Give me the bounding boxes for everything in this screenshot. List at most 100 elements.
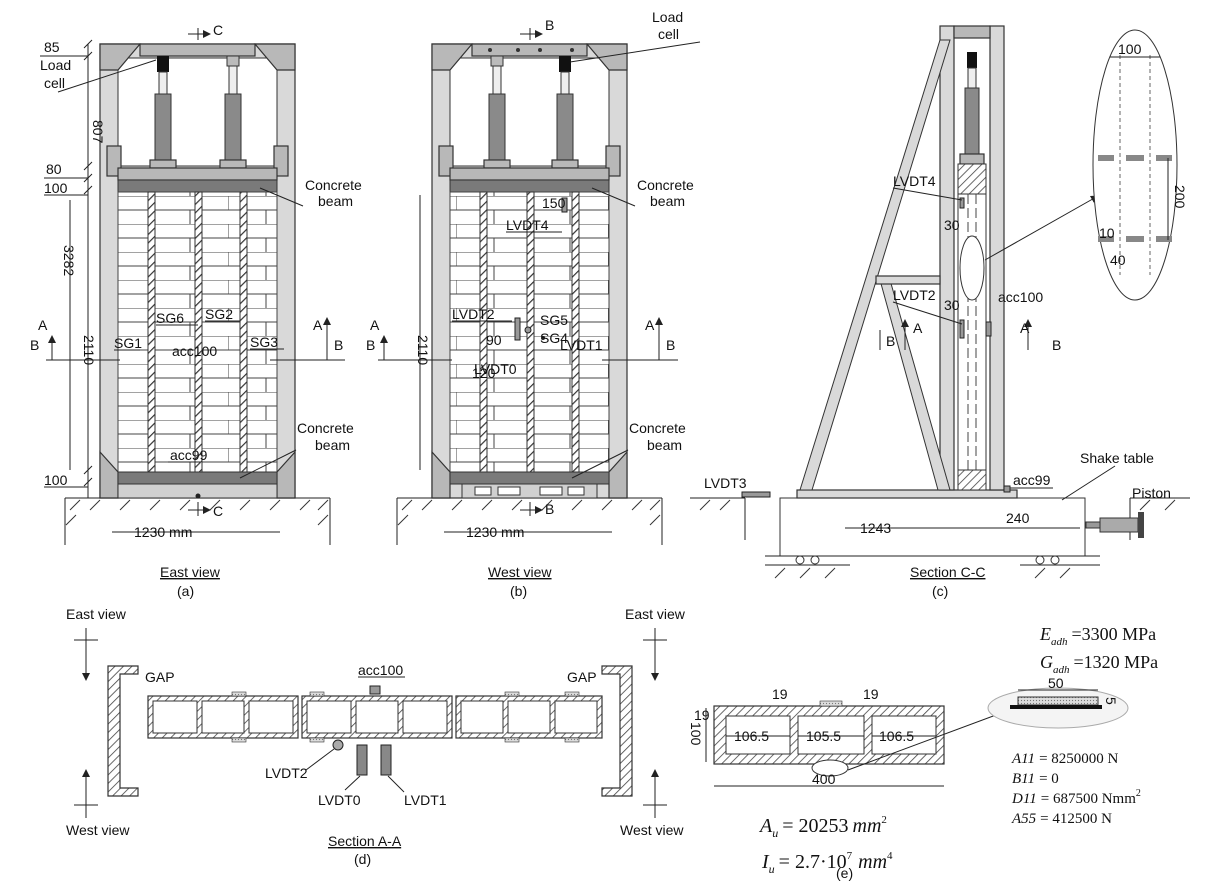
a-label-left-a: A bbox=[38, 317, 48, 333]
a11-formula: A11= 8250000 N bbox=[1011, 751, 1119, 767]
panel-d-section: East view West view East view West view … bbox=[66, 606, 686, 867]
vertical-dimensions-a bbox=[40, 39, 93, 498]
acc100-label-a: acc100 bbox=[172, 343, 217, 359]
sg3-label: SG3 bbox=[250, 334, 278, 350]
panel-e-tag: (e) bbox=[836, 865, 853, 881]
sg6-label: SG6 bbox=[156, 310, 184, 326]
thickness-19-a: 19 bbox=[772, 686, 788, 702]
lvdt3-label: LVDT3 bbox=[704, 475, 747, 491]
d11-formula: D11= 687500 Nmm2 bbox=[1011, 788, 1141, 807]
beam-bottom-label-b2: beam bbox=[647, 437, 682, 453]
sg5-label: SG5 bbox=[540, 312, 568, 328]
panel-c-section: Piston LVDT4 30 LVDT2 30 acc100 acc9 bbox=[690, 25, 1190, 599]
lvdt4-device bbox=[561, 197, 568, 213]
b11-formula: B11= 0 bbox=[1012, 771, 1059, 787]
a-label-right-b: A bbox=[645, 317, 655, 333]
a-label-left-c: A bbox=[913, 320, 923, 336]
a-label-right-c: A bbox=[1020, 320, 1030, 336]
dim-150: 150 bbox=[542, 195, 566, 211]
beam-bottom-label-b1: Concrete bbox=[629, 420, 686, 436]
east-view-right-d: East view bbox=[625, 606, 686, 622]
b-bottom-label: B bbox=[545, 501, 554, 517]
lvdt0-device-d bbox=[356, 744, 368, 776]
shake-table-label: Shake table bbox=[1080, 450, 1154, 466]
lvdt2-label-d: LVDT2 bbox=[265, 765, 308, 781]
b-label-left-a: B bbox=[30, 337, 39, 353]
panel-e-cross-section: 19 19 19 100 106.5 105.5 106.5 400 Au= 2… bbox=[688, 624, 1158, 881]
thickness-19-c: 19 bbox=[694, 707, 710, 723]
load-cell-label-a2: cell bbox=[44, 75, 65, 91]
section-a-title: Section A-A bbox=[328, 833, 402, 849]
panel-b-west-view: B B Load cell 2110 Concrete beam Concret… bbox=[366, 9, 701, 599]
panel-b-tag: (b) bbox=[510, 583, 527, 599]
hydraulic-jack-b1 bbox=[488, 93, 506, 161]
concrete-beam-top-b bbox=[449, 179, 610, 193]
a55-formula: A55= 412500 N bbox=[1011, 811, 1112, 827]
adh-dim-5: 5 bbox=[1103, 697, 1119, 705]
channel-left bbox=[107, 665, 139, 797]
detail-callout-ellipse bbox=[1092, 29, 1178, 301]
panel-c-tag: (c) bbox=[932, 583, 948, 599]
dim-30-b: 30 bbox=[944, 297, 960, 313]
dim-100-top: 100 bbox=[44, 180, 68, 196]
a-label-left-b: A bbox=[370, 317, 380, 333]
dim-1243: 1243 bbox=[860, 520, 891, 536]
concrete-beam-top-c bbox=[957, 163, 987, 195]
b-label-left-b: B bbox=[366, 337, 375, 353]
dim-30-a: 30 bbox=[944, 217, 960, 233]
concrete-beam-bottom-b bbox=[449, 471, 610, 485]
west-view-title: West view bbox=[488, 564, 552, 580]
beam-bottom-label-a2: beam bbox=[315, 437, 350, 453]
west-view-right-d: West view bbox=[620, 822, 684, 838]
concrete-beam-bottom-a bbox=[117, 471, 278, 485]
acc100-label-c: acc100 bbox=[998, 289, 1043, 305]
panel-a-east-view: C C Load cell 85 807 80 100 3282 2110 bbox=[30, 22, 362, 599]
lvdt2-label-b: LVDT2 bbox=[452, 306, 495, 322]
acc99-label-c: acc99 bbox=[1013, 472, 1051, 488]
hydraulic-jack-a2 bbox=[224, 93, 242, 161]
lvdt0-label-b-visible: LVDT0 bbox=[474, 361, 517, 377]
hydraulic-jack-a1 bbox=[154, 93, 172, 161]
hydraulic-jack-c bbox=[964, 87, 980, 155]
lvdt0-label-d: LVDT0 bbox=[318, 792, 361, 808]
b-label-left-c: B bbox=[886, 333, 895, 349]
detail-dim-100: 100 bbox=[1118, 41, 1142, 57]
load-cell-a bbox=[157, 56, 169, 72]
lvdt1-label-b: LVDT1 bbox=[560, 337, 603, 353]
sg4-label: SG4 bbox=[540, 330, 568, 346]
acc100-label-d: acc100 bbox=[358, 662, 403, 678]
west-view-left-d: West view bbox=[66, 822, 130, 838]
lvdt4-label-b: LVDT4 bbox=[506, 217, 549, 233]
frame-column-right-c bbox=[989, 25, 1005, 491]
dim-90: 90 bbox=[486, 332, 502, 348]
e-adh-formula: Eadh=3300 MPa bbox=[1039, 624, 1156, 648]
lvdt4-label-c: LVDT4 bbox=[893, 173, 936, 189]
c-label-top-a: C bbox=[213, 22, 223, 38]
gap-left: GAP bbox=[145, 669, 175, 685]
c-label-bottom-a: C bbox=[213, 503, 223, 519]
hydraulic-jack-b2 bbox=[556, 93, 574, 161]
height-100: 100 bbox=[688, 722, 704, 746]
b-top-label: B bbox=[545, 17, 554, 33]
dim-3282: 3282 bbox=[61, 245, 77, 276]
width-label-b: 1230 mm bbox=[466, 524, 524, 540]
dim-80: 80 bbox=[46, 161, 62, 177]
detail-dim-200: 200 bbox=[1172, 185, 1188, 209]
piston-label: Piston bbox=[1132, 485, 1171, 501]
load-cell-label-a1: Load bbox=[40, 57, 71, 73]
b-label-right-c: B bbox=[1052, 337, 1061, 353]
gap-right: GAP bbox=[567, 669, 597, 685]
concrete-beam-bottom-c bbox=[957, 469, 987, 491]
panel-d-tag: (d) bbox=[354, 851, 371, 867]
panel-a-tag: (a) bbox=[177, 583, 194, 599]
channel-right bbox=[601, 665, 633, 797]
beam-top-label-a1: Concrete bbox=[305, 177, 362, 193]
concrete-beam-top-a bbox=[117, 179, 278, 193]
cell-width-2: 105.5 bbox=[806, 728, 841, 744]
thickness-19-b: 19 bbox=[863, 686, 879, 702]
detail-dim-10: 10 bbox=[1099, 225, 1115, 241]
beam-bottom-label-a1: Concrete bbox=[297, 420, 354, 436]
lvdt2-device-d bbox=[332, 739, 344, 751]
cell-width-3: 106.5 bbox=[879, 728, 914, 744]
